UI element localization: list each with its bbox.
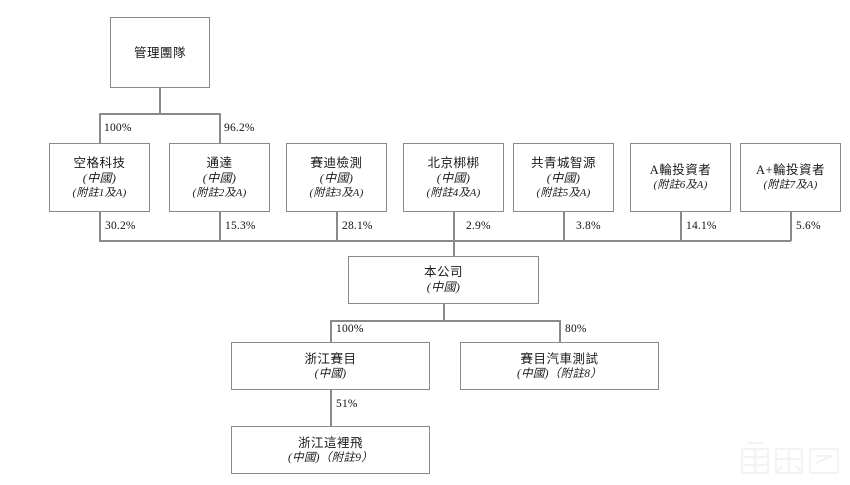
node-note: (附註5及A) [536,187,591,200]
node-location: (中國) [82,170,117,185]
node-location-note: (中國)（附註8） [516,367,603,380]
pct-sub-1-to-grandchild: 51% [336,398,358,410]
node-shareholder-gongqingcheng-zhiyuan[interactable]: 共青城智源 (中國) (附註5及A) [513,143,614,212]
node-title: A輪投資者 [649,163,712,178]
node-shareholder-kongge[interactable]: 空格科技 (中國) (附註1及A) [49,143,150,212]
node-location: (中國) [436,170,471,185]
pct-shareholder-5: 3.8% [576,220,601,232]
node-title: A+輪投資者 [755,163,826,178]
node-note: (附註2及A) [192,187,247,200]
pct-management-to-shareholder-1: 100% [104,122,132,134]
node-shareholder-series-a-investors[interactable]: A輪投資者 (附註6及A) [630,143,731,212]
node-location: (中國) [546,170,581,185]
connector-top-to-shareholder-2 [219,113,221,144]
node-note: (附註7及A) [763,179,818,192]
node-shareholder-beijing-bangbang[interactable]: 北京梆梆 (中國) (附註4及A) [403,143,504,212]
connector-company-to-sub-1 [330,320,332,343]
node-title: 本公司 [423,265,463,280]
node-title: 浙江賽目 [304,351,357,366]
node-subsidiary-saimu-auto-test[interactable]: 賽目汽車測試 (中國)（附註8） [460,342,659,390]
pct-shareholder-6: 14.1% [686,220,717,232]
pct-shareholder-1: 30.2% [105,220,136,232]
node-title: 賽目汽車測試 [520,351,599,366]
node-shareholder-series-a-plus-investors[interactable]: A+輪投資者 (附註7及A) [740,143,841,212]
node-title: 共青城智源 [530,155,596,170]
node-title: 北京梆梆 [427,155,480,170]
node-title: 通達 [206,155,233,170]
connector-company-bus [330,320,560,322]
connector-shareholder-3-drop [336,212,338,241]
pct-shareholder-3: 28.1% [342,220,373,232]
connector-bus-to-company [453,240,455,257]
connector-shareholder-2-drop [219,212,221,241]
connector-sub-1-to-grandchild [330,390,332,427]
connector-shareholder-5-drop [563,212,565,241]
connector-company-to-sub-2 [559,320,561,343]
node-note: (附註1及A) [72,187,127,200]
connector-shareholder-6-drop [680,212,682,241]
pct-shareholder-7: 5.6% [796,220,821,232]
node-grandchild-zhejiang-zhelifei[interactable]: 浙江這裡飛 (中國)（附註9） [231,426,430,474]
connector-top-to-shareholder-1 [99,113,101,144]
connector-company-stem [443,304,445,321]
node-shareholder-tongda[interactable]: 通達 (中國) (附註2及A) [169,143,270,212]
node-note: (附註3及A) [309,187,364,200]
node-subsidiary-zhejiang-saimu[interactable]: 浙江賽目 (中國) [231,342,430,390]
node-note: (附註6及A) [653,179,708,192]
node-location: (中國) [426,280,461,295]
pct-company-to-sub-1: 100% [336,323,364,335]
node-location: (中國) [319,170,354,185]
watermark-chedongxi [738,437,842,479]
connector-shareholder-1-drop [99,212,101,241]
pct-shareholder-2: 15.3% [225,220,256,232]
pct-shareholder-4: 2.9% [466,220,491,232]
node-location-note: (中國)（附註9） [287,451,374,464]
node-note: (附註4及A) [426,187,481,200]
connector-shareholder-7-drop [790,212,792,241]
node-the-company[interactable]: 本公司 (中國) [348,256,539,304]
connector-top-bus [99,113,220,115]
connector-shareholder-4-drop [453,212,455,241]
node-title: 浙江這裡飛 [297,435,363,450]
pct-company-to-sub-2: 80% [565,323,587,335]
node-location: (中國) [202,170,237,185]
pct-management-to-shareholder-2: 96.2% [224,122,255,134]
node-title: 賽迪檢測 [310,155,363,170]
node-management-team[interactable]: 管理團隊 [110,17,210,88]
node-title: 空格科技 [73,155,126,170]
connector-shareholder-bus [99,240,791,242]
node-shareholder-saidi-jiance[interactable]: 賽迪檢測 (中國) (附註3及A) [286,143,387,212]
node-location-note: (中國) [314,367,347,380]
node-title: 管理團隊 [133,45,186,60]
connector-management-stem [159,88,161,114]
